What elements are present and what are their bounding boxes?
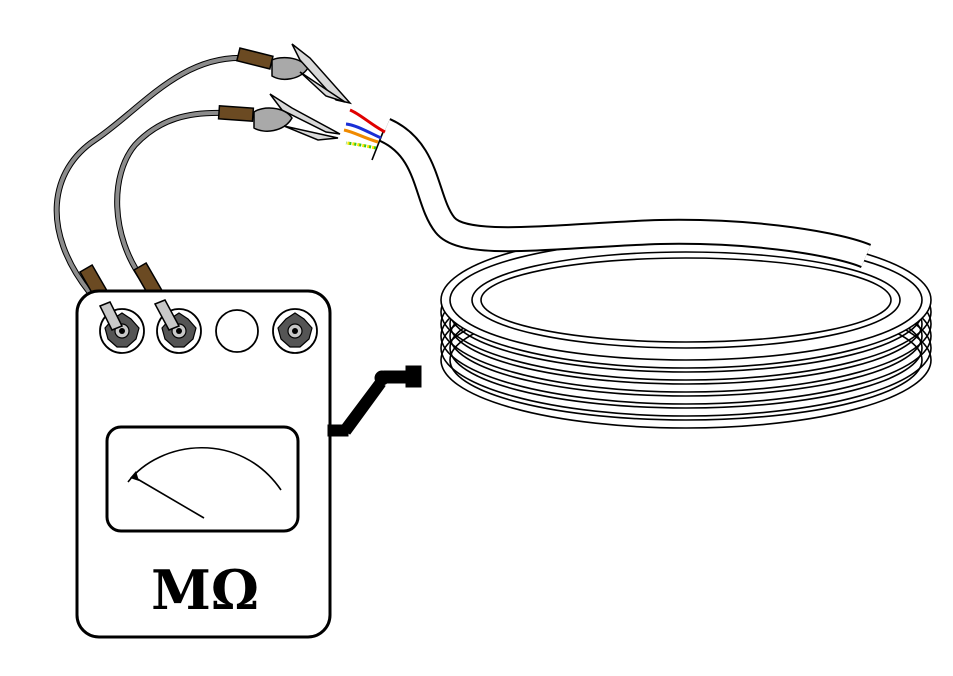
alligator-clip-2[interactable] (217, 93, 341, 141)
unit-label: MΩ (151, 558, 259, 622)
probe-lead-1 (53, 54, 248, 296)
conductor-orange (343, 128, 379, 144)
clip-1-sleeve (235, 47, 274, 70)
probe-lead-2 (114, 109, 227, 283)
cable-tail (371, 118, 872, 269)
terminal-4[interactable] (272, 308, 318, 354)
analog-dial (105, 425, 300, 533)
cable-coil-turns (440, 231, 932, 429)
exposed-conductors (343, 108, 386, 150)
dial-window (105, 425, 300, 533)
conductor-green (345, 141, 377, 150)
terminal-empty-socket-icon (215, 309, 259, 353)
dial-scale-arc (127, 447, 282, 491)
alligator-clip-1[interactable] (235, 43, 353, 105)
conductor-red (349, 108, 386, 134)
conductor-blue (345, 122, 382, 140)
alligator-clip-icon (253, 107, 293, 132)
needle-pivot-icon (130, 471, 139, 481)
terminal-3[interactable] (215, 309, 259, 353)
megohmmeter: MΩ (75, 289, 422, 639)
crank-handle-icon[interactable] (327, 365, 422, 437)
conductor-yellow (345, 141, 377, 150)
clip-2-sleeve (217, 105, 255, 122)
terminal-lead-connectors (98, 299, 181, 331)
coiled-cable (343, 108, 932, 429)
probe-leads (53, 54, 248, 296)
dial-needle (133, 476, 205, 519)
